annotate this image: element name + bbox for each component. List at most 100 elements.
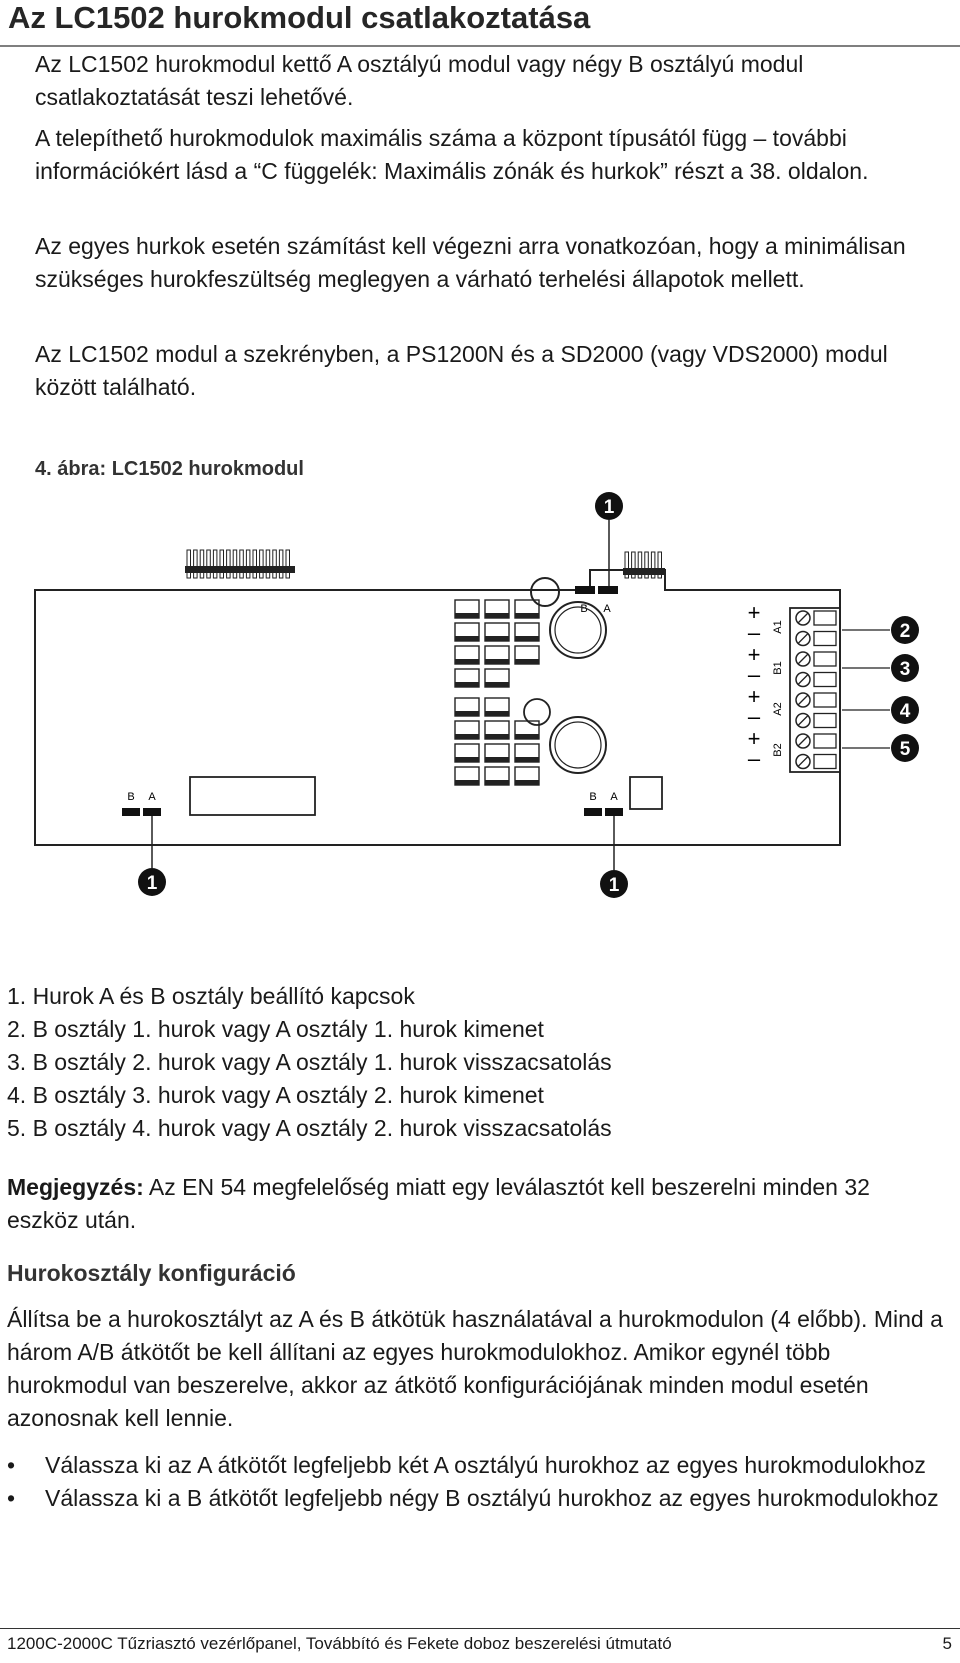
header-pin bbox=[226, 549, 231, 579]
polarity-mark: + bbox=[748, 642, 761, 667]
component-band bbox=[485, 780, 509, 785]
svg-text:5: 5 bbox=[900, 739, 911, 760]
note-paragraph: Megjegyzés: Az EN 54 megfelelőség miatt … bbox=[7, 1171, 937, 1237]
capacitor-1 bbox=[549, 601, 607, 659]
header-pin bbox=[193, 549, 198, 579]
component-band bbox=[515, 757, 539, 762]
header-pin bbox=[624, 551, 629, 579]
component-band bbox=[455, 711, 479, 716]
svg-text:1: 1 bbox=[609, 875, 620, 896]
component-band bbox=[485, 711, 509, 716]
terminal-slot bbox=[813, 610, 837, 626]
polarity-mark: – bbox=[748, 662, 761, 687]
component-band bbox=[455, 659, 479, 664]
small-square bbox=[629, 776, 663, 810]
header-pin bbox=[631, 551, 636, 579]
callout-2 bbox=[891, 616, 919, 644]
bullet-marker: • bbox=[7, 1485, 16, 1511]
terminal-screw bbox=[795, 733, 811, 749]
component-band bbox=[485, 659, 509, 664]
ic-chip bbox=[189, 776, 316, 816]
bullet-text: Válassza ki az A átkötőt legfeljebb két … bbox=[45, 1452, 926, 1478]
component-band bbox=[515, 636, 539, 641]
component-grid bbox=[454, 599, 540, 786]
heading-underline bbox=[0, 45, 960, 47]
board-outline bbox=[34, 569, 841, 846]
svg-text:1: 1 bbox=[604, 497, 615, 518]
bullet-marker: • bbox=[7, 1452, 16, 1478]
terminal-screw bbox=[795, 630, 811, 647]
terminal-label-b1: B1 bbox=[772, 661, 784, 674]
terminal-slot bbox=[813, 733, 837, 749]
header-pin bbox=[212, 549, 218, 579]
polarity-mark: + bbox=[748, 726, 761, 751]
header-pin bbox=[657, 551, 662, 579]
terminal-label-b2: B2 bbox=[772, 743, 784, 756]
component-band bbox=[455, 682, 479, 687]
terminal-screw bbox=[795, 651, 811, 667]
terminal-slot bbox=[813, 753, 837, 770]
terminal-slot bbox=[813, 630, 837, 647]
component-band bbox=[485, 682, 509, 687]
header-pin bbox=[252, 549, 257, 579]
jumper-label-top-a: A bbox=[603, 603, 611, 615]
header-pin bbox=[219, 549, 224, 579]
voltage-paragraph: Az egyes hurkok esetén számítást kell vé… bbox=[35, 233, 906, 292]
terminal-slot bbox=[813, 692, 837, 708]
component-band bbox=[455, 757, 479, 762]
jumper-label-mid-b: B bbox=[589, 791, 596, 803]
jumper-label-left-a: A bbox=[148, 791, 156, 803]
callout-1-left bbox=[138, 868, 166, 896]
legend-item: 1. Hurok A és B osztály beállító kapcsok bbox=[7, 983, 415, 1009]
component-band bbox=[455, 734, 479, 739]
header-pin bbox=[186, 549, 191, 579]
page-number: 5 bbox=[942, 1634, 952, 1653]
polarity-mark: + bbox=[748, 684, 761, 709]
note-label: Megjegyzés: bbox=[7, 1174, 144, 1200]
terminal-screw bbox=[795, 692, 811, 708]
header-pin bbox=[644, 551, 649, 579]
page-heading: Az LC1502 hurokmodul csatlakoztatása bbox=[8, 0, 591, 35]
bullet-list: • Válassza ki az A átkötőt legfeljebb két… bbox=[7, 1449, 947, 1515]
header-pin bbox=[637, 551, 643, 579]
polarity-mark: + bbox=[748, 600, 761, 625]
component-band bbox=[485, 734, 509, 739]
jumper-block-left bbox=[122, 808, 140, 816]
header-pin bbox=[278, 549, 284, 579]
location-paragraph: Az LC1502 modul a szekrényben, a PS1200N… bbox=[35, 341, 888, 400]
figure-legend: 1. Hurok A és B osztály beállító kapcsok… bbox=[7, 980, 612, 1145]
component-band bbox=[485, 613, 509, 618]
component-band bbox=[455, 636, 479, 641]
legend-item: 4. B osztály 3. hurok vagy A osztály 2. … bbox=[7, 1082, 544, 1108]
component-band bbox=[485, 636, 509, 641]
bullet-item: •Válassza ki a B átkötőt legfeljebb négy… bbox=[7, 1482, 947, 1515]
header-pin bbox=[272, 549, 277, 579]
component-band bbox=[515, 613, 539, 618]
header-pin bbox=[199, 549, 205, 579]
component-band bbox=[455, 613, 479, 618]
capacitor-2 bbox=[549, 716, 607, 774]
polarity-mark: – bbox=[748, 746, 761, 771]
component-band bbox=[455, 780, 479, 785]
terminal-screw bbox=[795, 671, 811, 688]
jumper-label-top-b: B bbox=[580, 603, 587, 615]
header-pin bbox=[239, 549, 244, 579]
callout-1-top bbox=[595, 492, 623, 520]
header-pin bbox=[285, 549, 290, 579]
header-pin bbox=[259, 549, 264, 579]
header-pin bbox=[206, 549, 211, 579]
jumper-block-top bbox=[575, 586, 595, 594]
figure-caption: 4. ábra: LC1502 hurokmodul bbox=[35, 458, 304, 480]
terminal-housing bbox=[789, 607, 841, 773]
intro-paragraph: Az LC1502 hurokmodul kettő A osztályú mo… bbox=[35, 51, 804, 110]
callout-1-mid bbox=[600, 870, 628, 898]
jumper-label-mid-a: A bbox=[610, 791, 618, 803]
header-pin bbox=[265, 549, 271, 579]
svg-text:3: 3 bbox=[900, 659, 911, 680]
terminal-screw bbox=[795, 753, 811, 770]
jumper-block-mid bbox=[584, 808, 602, 816]
header-pin bbox=[650, 551, 656, 579]
terminal-block bbox=[789, 607, 841, 773]
callout-4 bbox=[891, 696, 919, 724]
bullet-item: • Válassza ki az A átkötőt legfeljebb két… bbox=[7, 1449, 947, 1482]
